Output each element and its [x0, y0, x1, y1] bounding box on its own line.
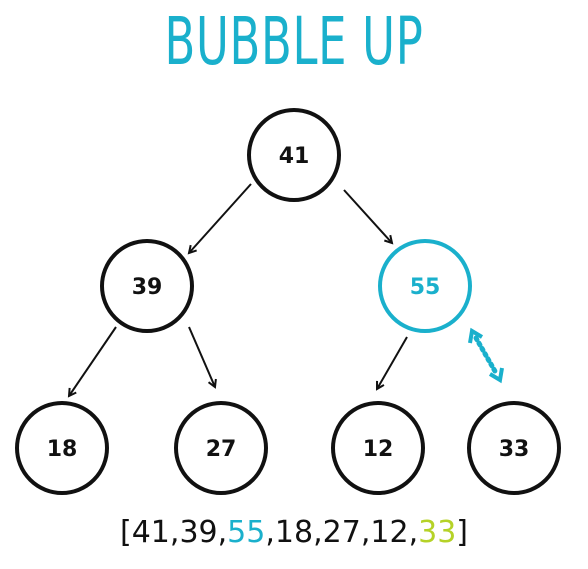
array-item-27: 27: [322, 515, 361, 550]
tree-node-55: 55: [378, 239, 472, 333]
node-value: 33: [499, 437, 530, 462]
array-separator: ,: [169, 515, 180, 550]
swap-dotted-line: [473, 335, 499, 376]
array-item-33: 33: [418, 515, 457, 550]
node-circle: [100, 239, 194, 333]
array-item-41: 41: [131, 515, 170, 550]
array-open-bracket: [: [119, 515, 132, 550]
tree-node-39: 39: [100, 239, 194, 333]
node-circle: [331, 401, 425, 495]
tree-node-41: 41: [247, 108, 341, 202]
swap-arrowhead-up: [468, 327, 484, 344]
array-items: 41,39,55,18,27,12,33: [132, 515, 457, 550]
node-circle: [247, 108, 341, 202]
tree-node-33: 33: [467, 401, 561, 495]
array-item-55: 55: [227, 515, 266, 550]
node-value: 55: [410, 275, 441, 300]
edge-n2-n5: [377, 336, 408, 389]
node-circle: [378, 239, 472, 333]
swap-indicator: [468, 327, 504, 384]
node-circle: [467, 401, 561, 495]
swap-arrowhead-down: [488, 367, 504, 384]
tree-edges: [69, 183, 408, 396]
array-separator: ,: [408, 515, 419, 550]
node-value: 41: [279, 144, 310, 169]
tree-nodes: 41 39 55 18 27 12 33: [15, 108, 561, 495]
array-separator: ,: [313, 515, 323, 550]
edge-n1-n3: [69, 326, 117, 396]
diagram-title: BUBBLE UP: [164, 3, 424, 80]
array-item-39: 39: [179, 515, 218, 550]
array-item-18: 18: [274, 515, 314, 550]
tree-node-12: 12: [331, 401, 425, 495]
node-value: 12: [363, 437, 394, 462]
array-item-12: 12: [370, 515, 409, 550]
node-value: 39: [132, 275, 163, 300]
array-separator: ,: [360, 515, 371, 550]
edge-n0-n2: [343, 189, 392, 243]
array-separator: ,: [265, 515, 275, 550]
array-separator: ,: [217, 515, 228, 550]
tree-node-27: 27: [174, 401, 268, 495]
tree-node-18: 18: [15, 401, 109, 495]
node-value: 27: [206, 437, 237, 462]
node-value: 18: [47, 437, 78, 462]
node-circle: [174, 401, 268, 495]
array-representation: [41,39,55,18,27,12,33]: [0, 513, 588, 553]
node-circle: [15, 401, 109, 495]
edge-n0-n1: [189, 183, 252, 253]
array-close-bracket: ]: [456, 515, 469, 550]
edge-n1-n4: [188, 326, 215, 387]
